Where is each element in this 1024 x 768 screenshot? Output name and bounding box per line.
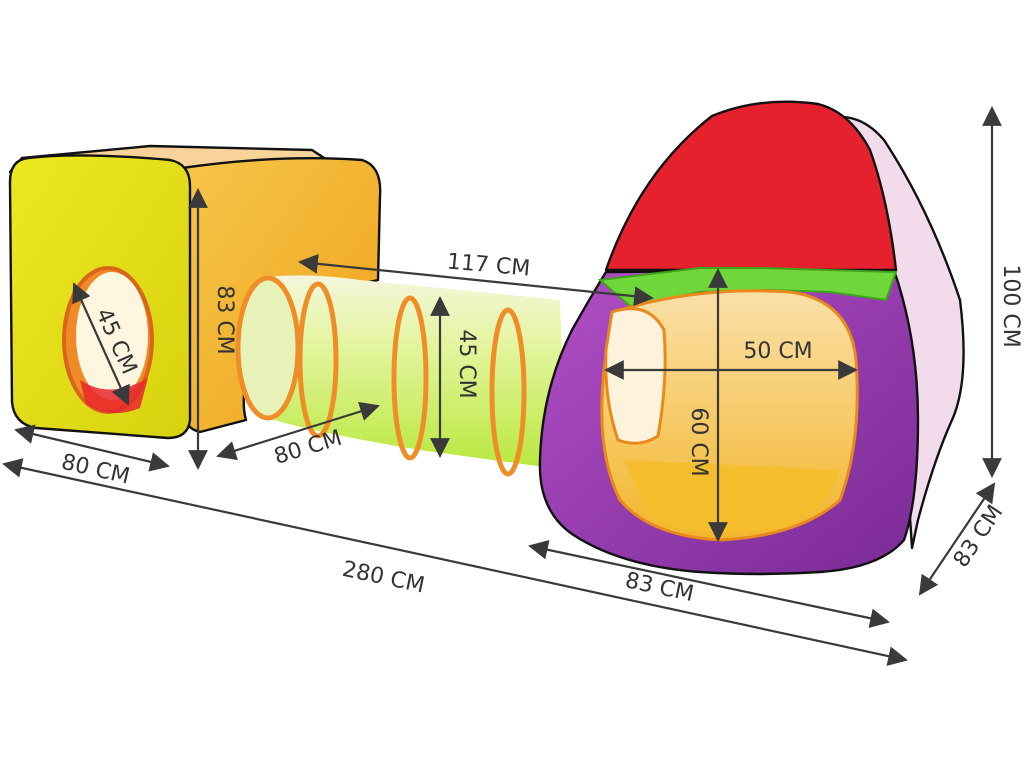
label-tunnel-diameter: 45 CM [454, 329, 479, 398]
label-cube-depth: 80 CM [271, 426, 345, 470]
label-tent-height: 100 CM [998, 264, 1023, 347]
arrow-cube-hole [72, 282, 130, 406]
label-door-width: 50 CM [743, 339, 812, 364]
dimension-arrows [2, 106, 1002, 666]
label-tunnel-length: 117 CM [446, 249, 531, 281]
arrow-tent-depth [918, 482, 996, 596]
label-total-length: 280 CM [340, 557, 427, 599]
arrow-cube-depth [216, 401, 380, 461]
tent-side-panel [828, 115, 965, 550]
arrow-tunnel-length [298, 253, 654, 307]
arrow-total-length [2, 458, 908, 666]
label-cube-height: 83 CM [212, 285, 237, 354]
tent-inner-window [604, 307, 667, 445]
label-door-height: 60 CM [686, 407, 711, 476]
tunnel-opening [235, 275, 301, 421]
tent-roof [604, 100, 898, 272]
triangle-tent [538, 100, 965, 576]
